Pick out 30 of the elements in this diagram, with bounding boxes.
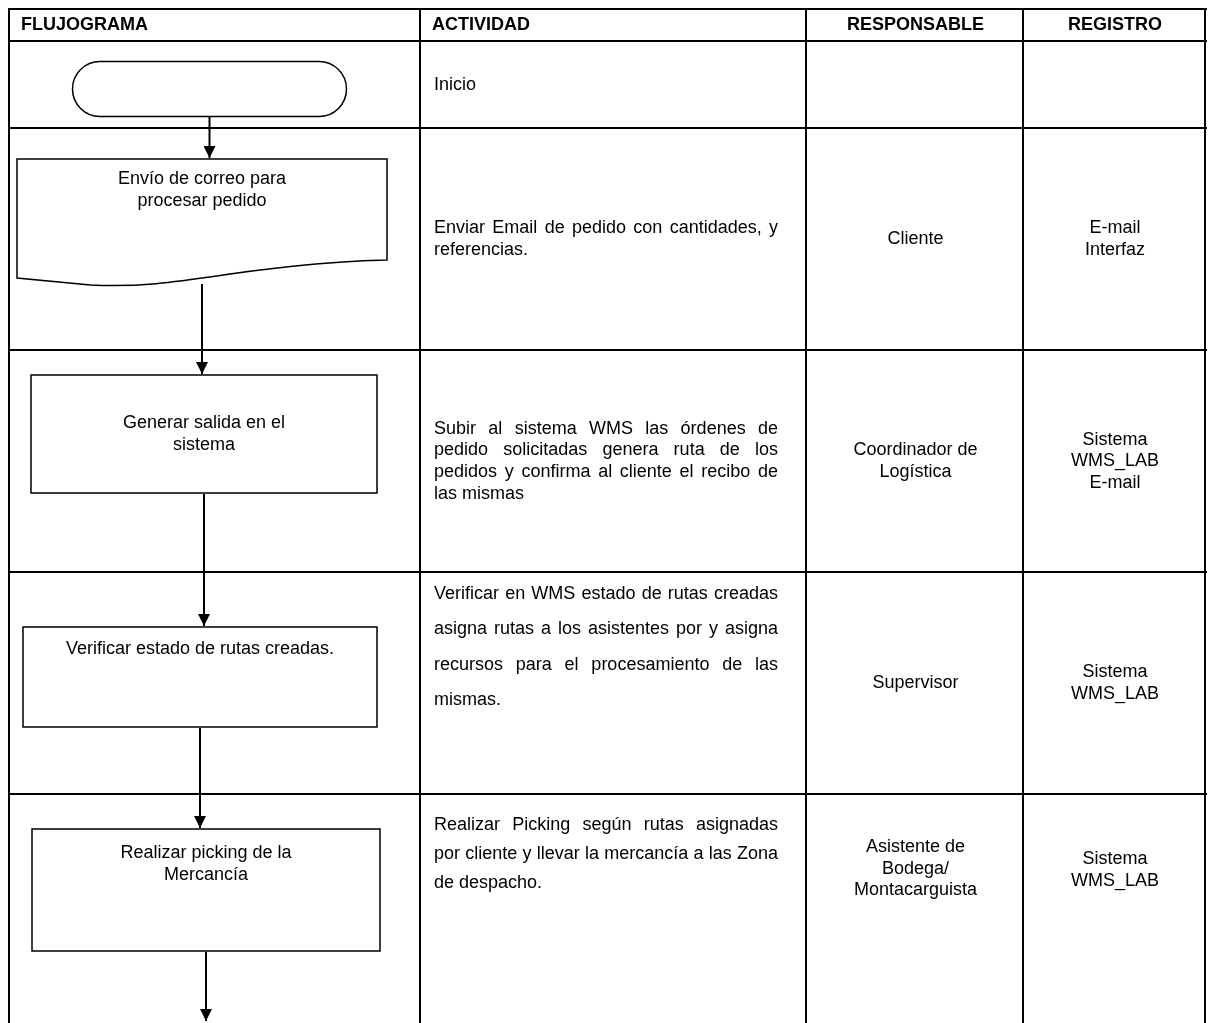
- table-text: Realizar Picking según rutas asignadas por cliente y llevar la mercancía a las Zona de despacho.: [434, 813, 778, 894]
- flow-arrow: [196, 283, 208, 375]
- flow-arrow: [198, 493, 210, 627]
- flow-arrow: [203, 116, 216, 159]
- column-header: REGISTRO: [1068, 14, 1162, 36]
- process-box: [22, 626, 378, 728]
- table-text: Coordinador de Logística: [852, 439, 979, 483]
- process-box: [31, 828, 381, 952]
- step-text: Generar salida en el sistema: [121, 412, 287, 456]
- step-text: Envío de correo para procesar pedido: [116, 168, 288, 212]
- table-text: Verificar en WMS estado de rutas creadas asigna rutas a los asistentes por y asigna recursos para el procesamiento de las mismas.: [434, 582, 778, 712]
- step-text: Realizar picking de la Mercancía: [119, 842, 293, 886]
- table-text: Supervisor: [872, 672, 959, 694]
- column-header: FLUJOGRAMA: [21, 14, 149, 36]
- table-text: Asistente de Bodega/ Montacarguista: [852, 836, 979, 901]
- table-text: Subir al sistema WMS las órdenes de pedido solicitadas genera ruta de los pedidos y confirma al cliente el recibo de las mismas: [434, 417, 778, 505]
- table-text: Sistema WMS_LAB: [1070, 848, 1160, 892]
- table-text: Sistema WMS_LAB: [1070, 661, 1160, 705]
- document-shape: [16, 158, 388, 286]
- step-text: Verificar estado de rutas creadas.: [65, 638, 335, 660]
- table-text: Inicio: [434, 73, 478, 96]
- table-text: Sistema WMS_LAB E-mail: [1070, 428, 1160, 494]
- column-header: ACTIVIDAD: [432, 14, 531, 36]
- process-box: [30, 374, 378, 494]
- column-header: RESPONSABLE: [847, 14, 984, 36]
- table-text: E-mail Interfaz: [1084, 217, 1146, 261]
- flow-arrow: [194, 727, 206, 829]
- table-text: Enviar Email de pedido con cantidades, y referencias.: [434, 217, 778, 261]
- table-text: Cliente: [887, 228, 944, 250]
- flow-arrow: [200, 951, 212, 1022]
